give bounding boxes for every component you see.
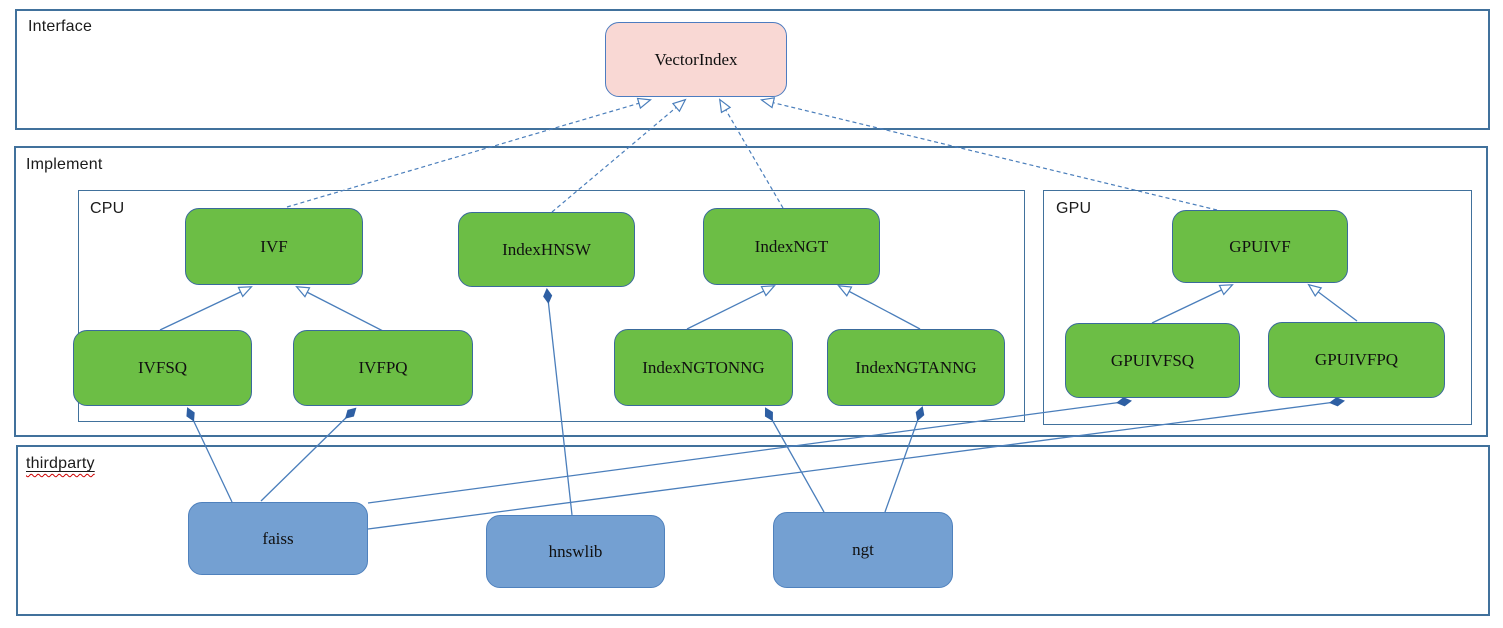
node-ivfsq: IVFSQ [73, 330, 252, 406]
edge-indexngtonng-indexngt [686, 285, 776, 330]
node-hnswlib-label: hnswlib [548, 541, 603, 561]
edge-indexngt-vectorindex [718, 98, 784, 209]
node-faiss: faiss [188, 502, 368, 575]
edge-ivfsq-ivf [159, 286, 253, 331]
edge-faiss-ivfsq [186, 407, 233, 503]
edge-ngt-indexngtanng [884, 406, 925, 513]
node-gpuivfpq: GPUIVFPQ [1268, 322, 1445, 398]
section-interface-label: Interface [28, 18, 93, 35]
edge-gpuivf-vectorindex [759, 97, 1218, 211]
edge-faiss-gpuivfpq [367, 397, 1345, 530]
section-gpu-label: GPU [1056, 200, 1092, 217]
node-vectorindex-label: VectorIndex [654, 49, 738, 69]
node-gpuivf: GPUIVF [1172, 210, 1348, 283]
section-cpu-label: CPU [90, 200, 125, 217]
edge-hnswlib-indexhnsw [543, 288, 573, 516]
node-indexngtanng-label: IndexNGTANNG [855, 357, 977, 377]
edge-ngt-indexngtonng [764, 407, 825, 513]
node-ivfsq-label: IVFSQ [137, 358, 188, 377]
edge-gpuivfsq-gpuivf [1151, 284, 1234, 324]
node-ngt-label: ngt [852, 540, 874, 559]
section-interface-frame [15, 9, 1490, 130]
edge-ivf-vectorindex [286, 97, 652, 208]
node-indexngtonng-label: IndexNGTONNG [642, 357, 765, 377]
node-ivfpq-label: IVFPQ [358, 358, 408, 377]
edge-faiss-ivfpq [260, 407, 357, 502]
node-gpuivf-label: GPUIVF [1229, 236, 1291, 256]
node-indexngt: IndexNGT [703, 208, 880, 285]
node-gpuivfsq: GPUIVFSQ [1065, 323, 1240, 398]
node-ivfpq: IVFPQ [293, 330, 473, 406]
node-indexngtonng: IndexNGTONNG [614, 329, 793, 406]
section-gpu-frame [1043, 190, 1472, 425]
node-faiss-label: faiss [262, 528, 294, 548]
node-indexngt-label: IndexNGT [754, 236, 829, 256]
edge-faiss-gpuivfsq [367, 397, 1132, 504]
section-cpu-frame [78, 190, 1025, 422]
node-vectorindex: VectorIndex [605, 22, 787, 97]
node-ivf: IVF [185, 208, 363, 285]
edge-gpuivfpq-gpuivf [1307, 283, 1358, 322]
node-indexhnsw: IndexHNSW [458, 212, 635, 287]
node-indexhnsw-label: IndexHNSW [502, 239, 591, 259]
node-ivf-label: IVF [260, 236, 288, 256]
node-ngt: ngt [773, 512, 953, 588]
edge-indexhnsw-vectorindex [551, 98, 687, 213]
node-gpuivfpq-label: GPUIVFPQ [1314, 350, 1399, 369]
node-indexngtanng: IndexNGTANNG [827, 329, 1005, 406]
section-implement-label: Implement [26, 156, 103, 173]
node-gpuivfsq-label: GPUIVFSQ [1110, 350, 1195, 370]
section-thirdparty-frame [16, 445, 1490, 616]
node-hnswlib: hnswlib [486, 515, 665, 588]
section-implement-frame [14, 146, 1488, 437]
section-thirdparty-text: thirdparty [26, 455, 95, 472]
section-thirdparty-label: thirdparty [26, 455, 95, 473]
edge-ivfpq-ivf [295, 286, 384, 332]
edge-indexngtanng-indexngt [837, 285, 921, 330]
